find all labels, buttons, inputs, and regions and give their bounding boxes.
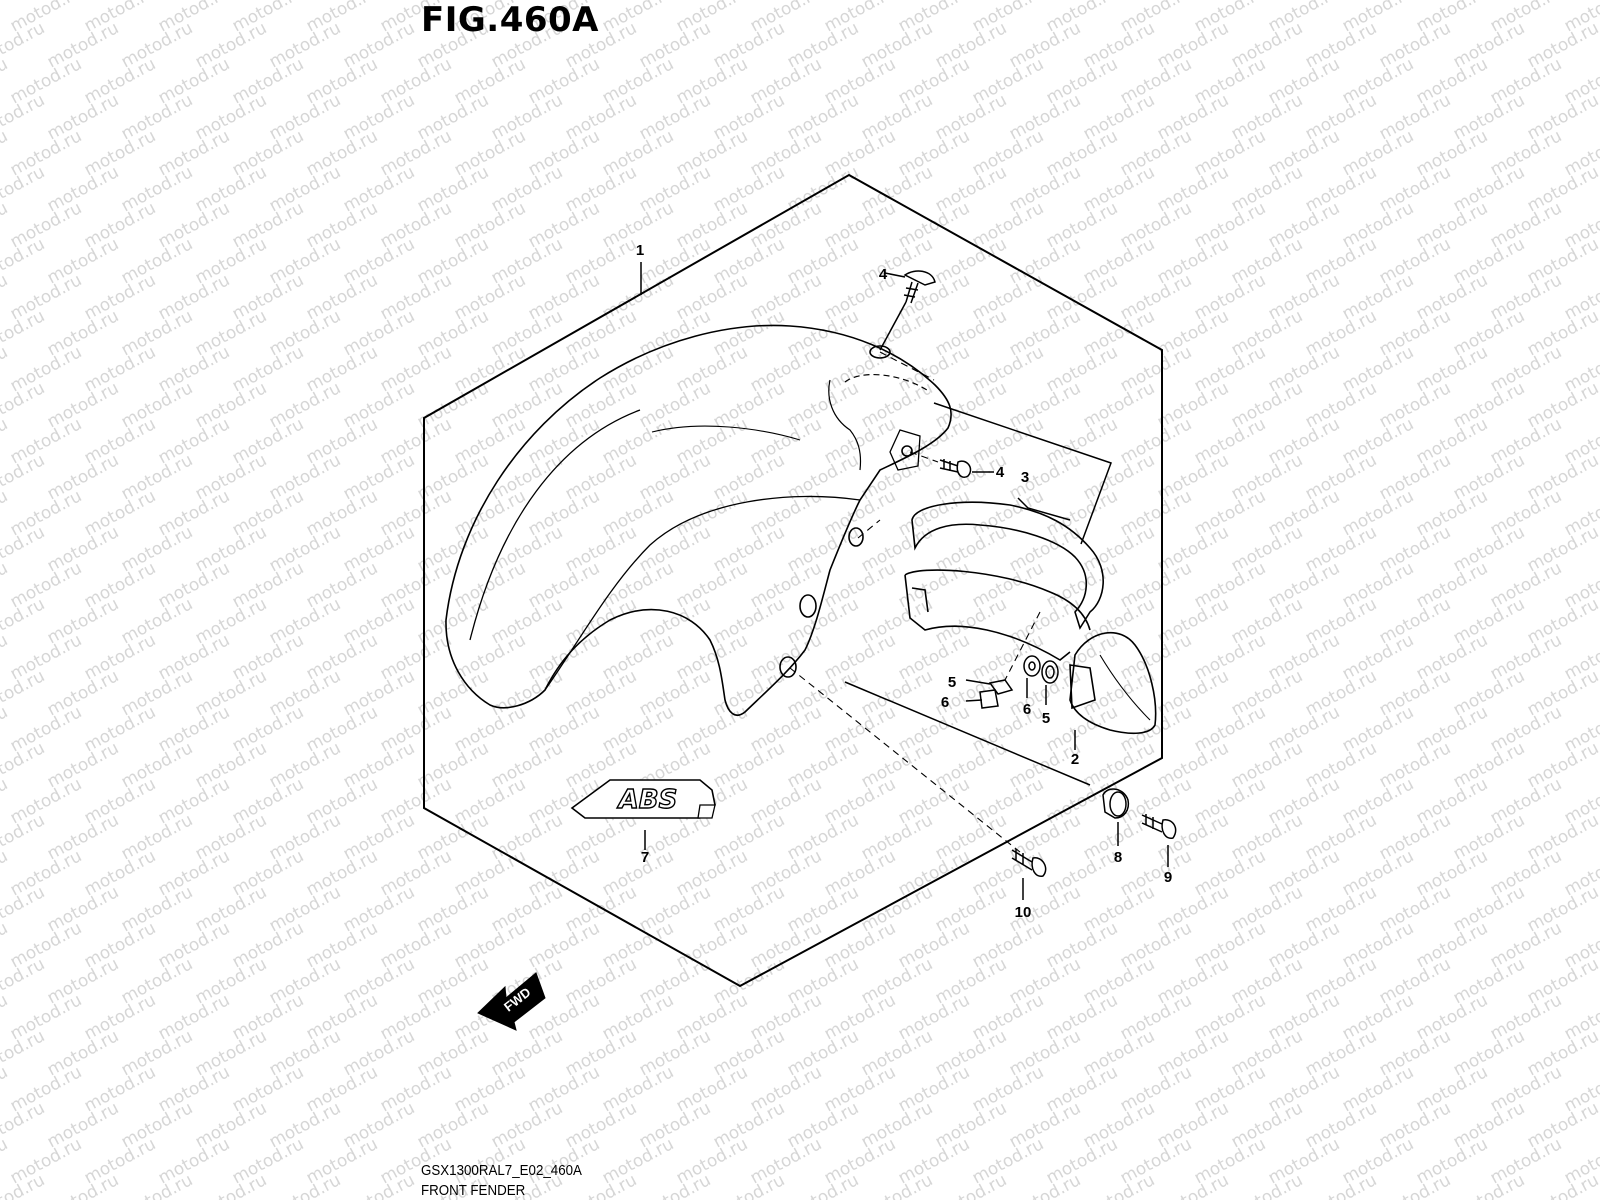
grommet-8	[1102, 788, 1130, 819]
watermark-text: motod.ru	[0, 378, 48, 432]
watermark-text: motod.ru	[0, 594, 48, 648]
callout-3: 3	[1021, 469, 1029, 486]
callout-1: 1	[636, 242, 644, 259]
callouts: 1 4 4 3 5 6 6 5 2 7 8 9 10	[636, 242, 1172, 921]
watermark-text: motod.ru	[0, 846, 11, 900]
washer-6b	[1023, 655, 1041, 677]
watermark-text: motod.ru	[0, 774, 11, 828]
watermark-text: motod.ru	[0, 198, 11, 252]
callout-8: 8	[1114, 849, 1122, 866]
callout-6-left: 6	[941, 694, 949, 711]
watermark-text: motod.ru	[0, 918, 11, 972]
bolt-10	[1011, 849, 1047, 877]
watermark-text: motod.ru	[0, 1026, 48, 1080]
watermark-text: motod.ru	[0, 90, 48, 144]
bolt-9	[1141, 814, 1177, 839]
watermark-text: motod.ru	[0, 1098, 48, 1152]
subassembly-box	[933, 402, 1112, 545]
abs-emblem-text: ABS	[617, 785, 678, 815]
watermark-text: motod.ru	[0, 54, 11, 108]
washer-5b	[1041, 660, 1059, 684]
watermark-text: motod.ru	[0, 414, 11, 468]
watermark-text: motod.ru	[0, 126, 11, 180]
watermark-text: motod.ru	[0, 522, 48, 576]
callout-6-right: 6	[1023, 701, 1031, 718]
subassembly-box-lower	[844, 681, 1091, 786]
hardware-parts	[903, 270, 1177, 877]
callout-4-top: 4	[879, 266, 888, 283]
callout-7: 7	[641, 849, 649, 866]
abs-emblem-part: ABS	[570, 779, 716, 819]
assembly-guides	[789, 351, 1041, 853]
model-code: GSX1300RAL7_E02_460A	[421, 1163, 582, 1179]
nut-6a	[979, 689, 999, 709]
watermark-text: motod.ru	[0, 702, 11, 756]
watermark-text: motod.ru	[0, 630, 11, 684]
watermark-text: motod.ru	[0, 666, 48, 720]
watermark-text: motod.ru	[0, 234, 48, 288]
callout-9: 9	[1164, 869, 1172, 886]
watermark-text: motod.ru	[0, 18, 48, 72]
watermark-text: motod.ru	[0, 1062, 11, 1116]
callout-5-left: 5	[948, 674, 956, 691]
watermark-text: motod.ru	[0, 342, 11, 396]
front-fender-part	[445, 324, 952, 716]
watermark-text: motod.ru	[0, 738, 48, 792]
callout-2: 2	[1071, 751, 1079, 768]
screw-4-side	[939, 459, 972, 478]
figure-title: FIG.460A	[421, 0, 599, 40]
callout-10: 10	[1015, 904, 1032, 921]
leader-lines	[640, 262, 1169, 900]
watermark-text: motod.ru	[0, 1134, 11, 1188]
watermark-text: motod.ru	[0, 558, 11, 612]
mudguard-part	[1069, 631, 1157, 735]
watermark-text: motod.ru	[0, 270, 11, 324]
callout-4-side: 4	[996, 464, 1005, 481]
watermark-text: motod.ru	[0, 990, 11, 1044]
watermark-text: motod.ru	[0, 486, 11, 540]
watermark-text: motod.ru	[0, 954, 48, 1008]
watermark-text: motod.ru	[0, 306, 48, 360]
watermark-text: motod.ru	[0, 162, 48, 216]
assembly-boundary	[423, 173, 1163, 988]
figure-caption: FRONT FENDER	[421, 1183, 526, 1199]
fender-brace-part	[904, 501, 1104, 661]
watermark-text: motod.ru	[0, 810, 48, 864]
watermark-text: motod.ru	[0, 882, 48, 936]
callout-5-right: 5	[1042, 710, 1050, 727]
screw-4-top	[903, 270, 936, 304]
watermark-text: motod.ru	[0, 450, 48, 504]
